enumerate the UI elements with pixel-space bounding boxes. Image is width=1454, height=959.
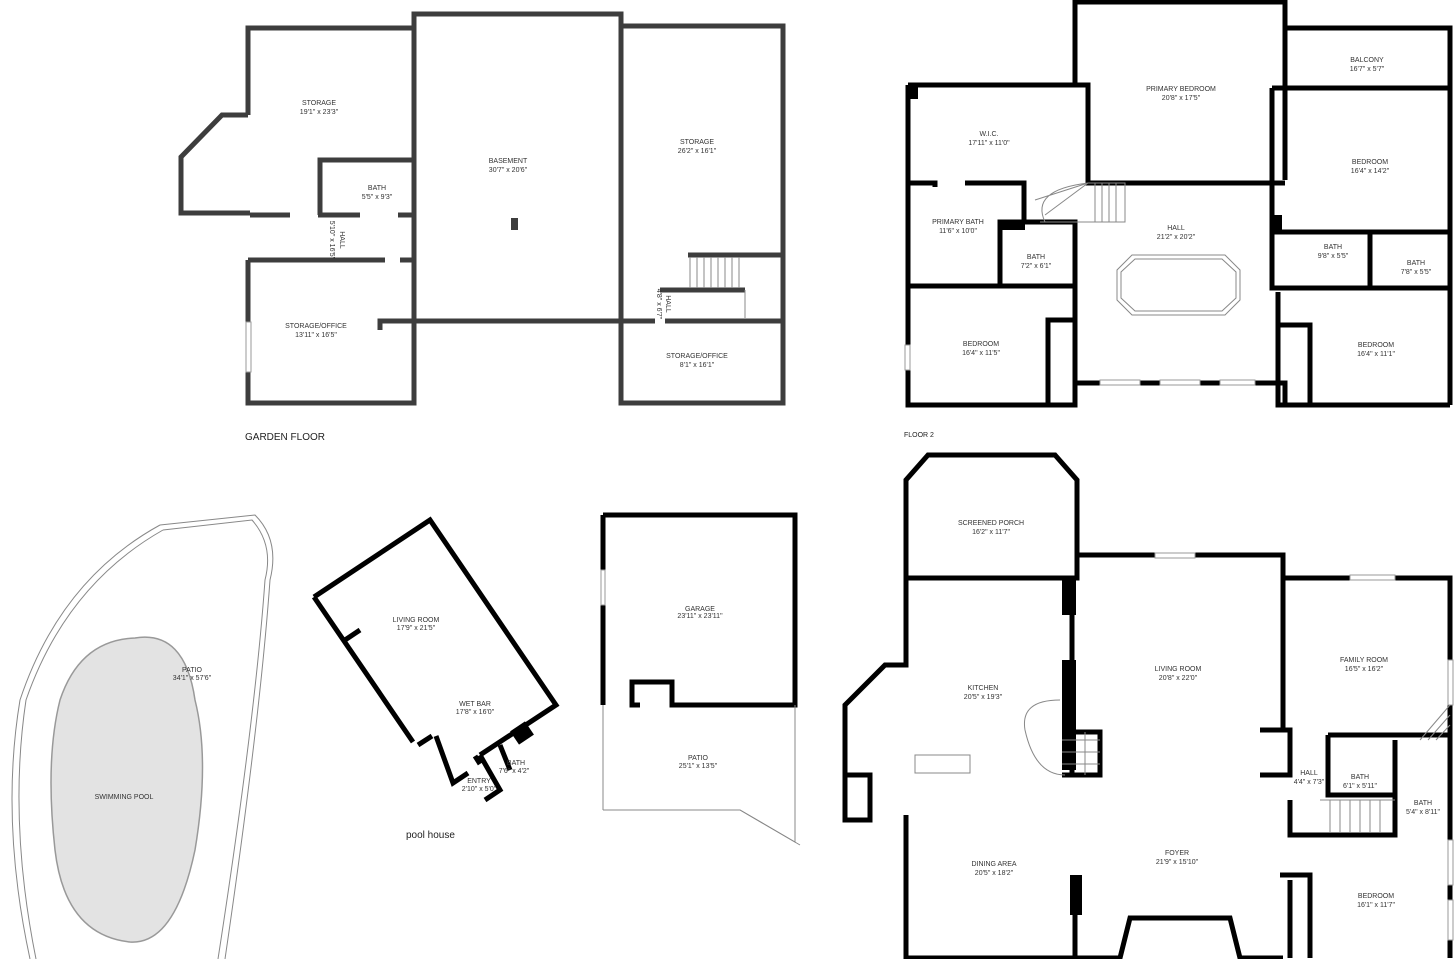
room-name: BATH bbox=[1027, 254, 1045, 261]
room-size: 17'11" x 11'0" bbox=[968, 140, 1010, 147]
staircase bbox=[689, 257, 746, 318]
swimming-pool bbox=[50, 636, 204, 943]
room-size: 21'9" x 15'10" bbox=[1156, 859, 1199, 866]
room-size: 34'1" x 57'6" bbox=[173, 675, 212, 682]
room-name: DINING AREA bbox=[971, 861, 1016, 868]
room-name: ENTRY bbox=[467, 778, 491, 785]
room-size: 13'11" x 16'5" bbox=[295, 332, 337, 339]
room-size: 11'6" x 10'0" bbox=[939, 228, 977, 235]
room-size: 16'2" x 11'7" bbox=[972, 529, 1010, 536]
room-name: STORAGE bbox=[302, 100, 336, 107]
room-name: SCREENED PORCH bbox=[958, 520, 1024, 527]
room-size: 16'4" x 11'5" bbox=[962, 350, 1000, 357]
room-name: LIVING ROOM bbox=[1155, 666, 1202, 673]
room-name: PATIO bbox=[182, 667, 203, 674]
room-size: 9'8" x 5'5" bbox=[1318, 253, 1349, 260]
room-size: 16'5" x 16'2" bbox=[1345, 666, 1384, 673]
room-size: 4'8" x 6'7" bbox=[655, 289, 662, 320]
room-name: KITCHEN bbox=[968, 685, 999, 692]
room-name: GARAGE bbox=[685, 606, 715, 613]
room-name: PATIO bbox=[688, 755, 709, 762]
room-name: SWIMMING POOL bbox=[95, 794, 154, 801]
room-name: FOYER bbox=[1165, 850, 1189, 857]
room-name: STORAGE/OFFICE bbox=[285, 323, 347, 330]
room-size: 23'11" x 23'11" bbox=[677, 613, 723, 620]
room-size: 16'4" x 14'2" bbox=[1351, 168, 1390, 175]
room-name: FAMILY ROOM bbox=[1340, 657, 1388, 664]
room-size: 2'10" x 5'0" bbox=[462, 786, 497, 793]
staircase bbox=[1034, 182, 1126, 223]
room-name: STORAGE bbox=[680, 139, 714, 146]
pool-house-caption: pool house bbox=[406, 830, 455, 841]
room-size: 16'4" x 11'1" bbox=[1357, 351, 1395, 358]
pool-house-plan bbox=[311, 516, 560, 803]
room-size: 7'8" x 5'5" bbox=[1401, 269, 1432, 276]
room-size: 20'5" x 18'2" bbox=[975, 870, 1014, 877]
main-floor-plan bbox=[842, 452, 1454, 959]
room-name: W.I.C. bbox=[979, 131, 998, 138]
room-size: 6'1" x 5'11" bbox=[1343, 783, 1377, 790]
staircase bbox=[1023, 699, 1451, 832]
room-name: BATH bbox=[1351, 774, 1369, 781]
floor-2-caption: FLOOR 2 bbox=[904, 432, 934, 439]
room-name: BATH bbox=[1414, 800, 1432, 807]
room-name: HALL bbox=[664, 295, 671, 313]
room-size: 7'6" x 4'2" bbox=[499, 768, 530, 775]
room-size: 17'9" x 21'5" bbox=[397, 625, 436, 632]
room-size: 21'2" x 20'2" bbox=[1157, 234, 1196, 241]
garden-floor-caption: GARDEN FLOOR bbox=[245, 432, 325, 443]
hall-railing-octagon bbox=[1116, 254, 1241, 316]
room-name: PRIMARY BATH bbox=[932, 219, 984, 226]
room-name: PRIMARY BEDROOM bbox=[1146, 86, 1216, 93]
room-size: 17'8" x 16'0" bbox=[456, 709, 495, 716]
room-size: 26'2" x 16'1" bbox=[678, 148, 717, 155]
room-size: 19'1" x 23'3" bbox=[300, 109, 339, 116]
room-size: 7'2" x 6'1" bbox=[1021, 263, 1052, 270]
room-size: 25'1" x 13'5" bbox=[679, 763, 718, 770]
room-name: WET BAR bbox=[459, 701, 491, 708]
room-size: 16'7" x 5'7" bbox=[1350, 66, 1385, 73]
room-size: 4'4" x 7'3" bbox=[1294, 779, 1325, 786]
room-size: 5'4" x 8'11" bbox=[1406, 809, 1440, 816]
room-name: BALCONY bbox=[1350, 57, 1384, 64]
room-name: STORAGE/OFFICE bbox=[666, 353, 728, 360]
room-name: LIVING ROOM bbox=[393, 617, 440, 624]
room-size: 5'5" x 9'3" bbox=[362, 194, 393, 201]
garden-floor-plan bbox=[178, 11, 786, 406]
room-size: 20'8" x 22'0" bbox=[1159, 675, 1198, 682]
floor-2-plan bbox=[904, 0, 1453, 408]
room-name: HALL bbox=[1167, 225, 1185, 232]
room-size: 20'5" x 19'3" bbox=[964, 694, 1003, 701]
room-size: 5'10" x 16'5" bbox=[328, 221, 335, 260]
room-name: BATH bbox=[507, 760, 525, 767]
room-name: BATH bbox=[1407, 260, 1425, 267]
room-name: BATH bbox=[1324, 244, 1342, 251]
room-labels: STORAGE 19'1" x 23'3" BATH 5'5" x 9'3" H… bbox=[95, 57, 1441, 909]
pool-area-plan bbox=[11, 514, 274, 959]
room-size: 30'7" x 20'6" bbox=[489, 167, 528, 174]
room-name: BEDROOM bbox=[1358, 893, 1394, 900]
room-name: BATH bbox=[368, 185, 386, 192]
room-name: BEDROOM bbox=[1358, 342, 1394, 349]
garage-plan bbox=[600, 512, 801, 846]
room-name: BEDROOM bbox=[963, 341, 999, 348]
room-size: 8'1" x 16'1" bbox=[680, 362, 715, 369]
room-size: 16'1" x 11'7" bbox=[1357, 902, 1395, 909]
room-size: 20'8" x 17'5" bbox=[1162, 95, 1201, 102]
room-name: HALL bbox=[1300, 770, 1318, 777]
column bbox=[511, 218, 518, 230]
room-name: HALL bbox=[338, 231, 345, 249]
room-name: BASEMENT bbox=[489, 158, 528, 165]
room-name: BEDROOM bbox=[1352, 159, 1388, 166]
